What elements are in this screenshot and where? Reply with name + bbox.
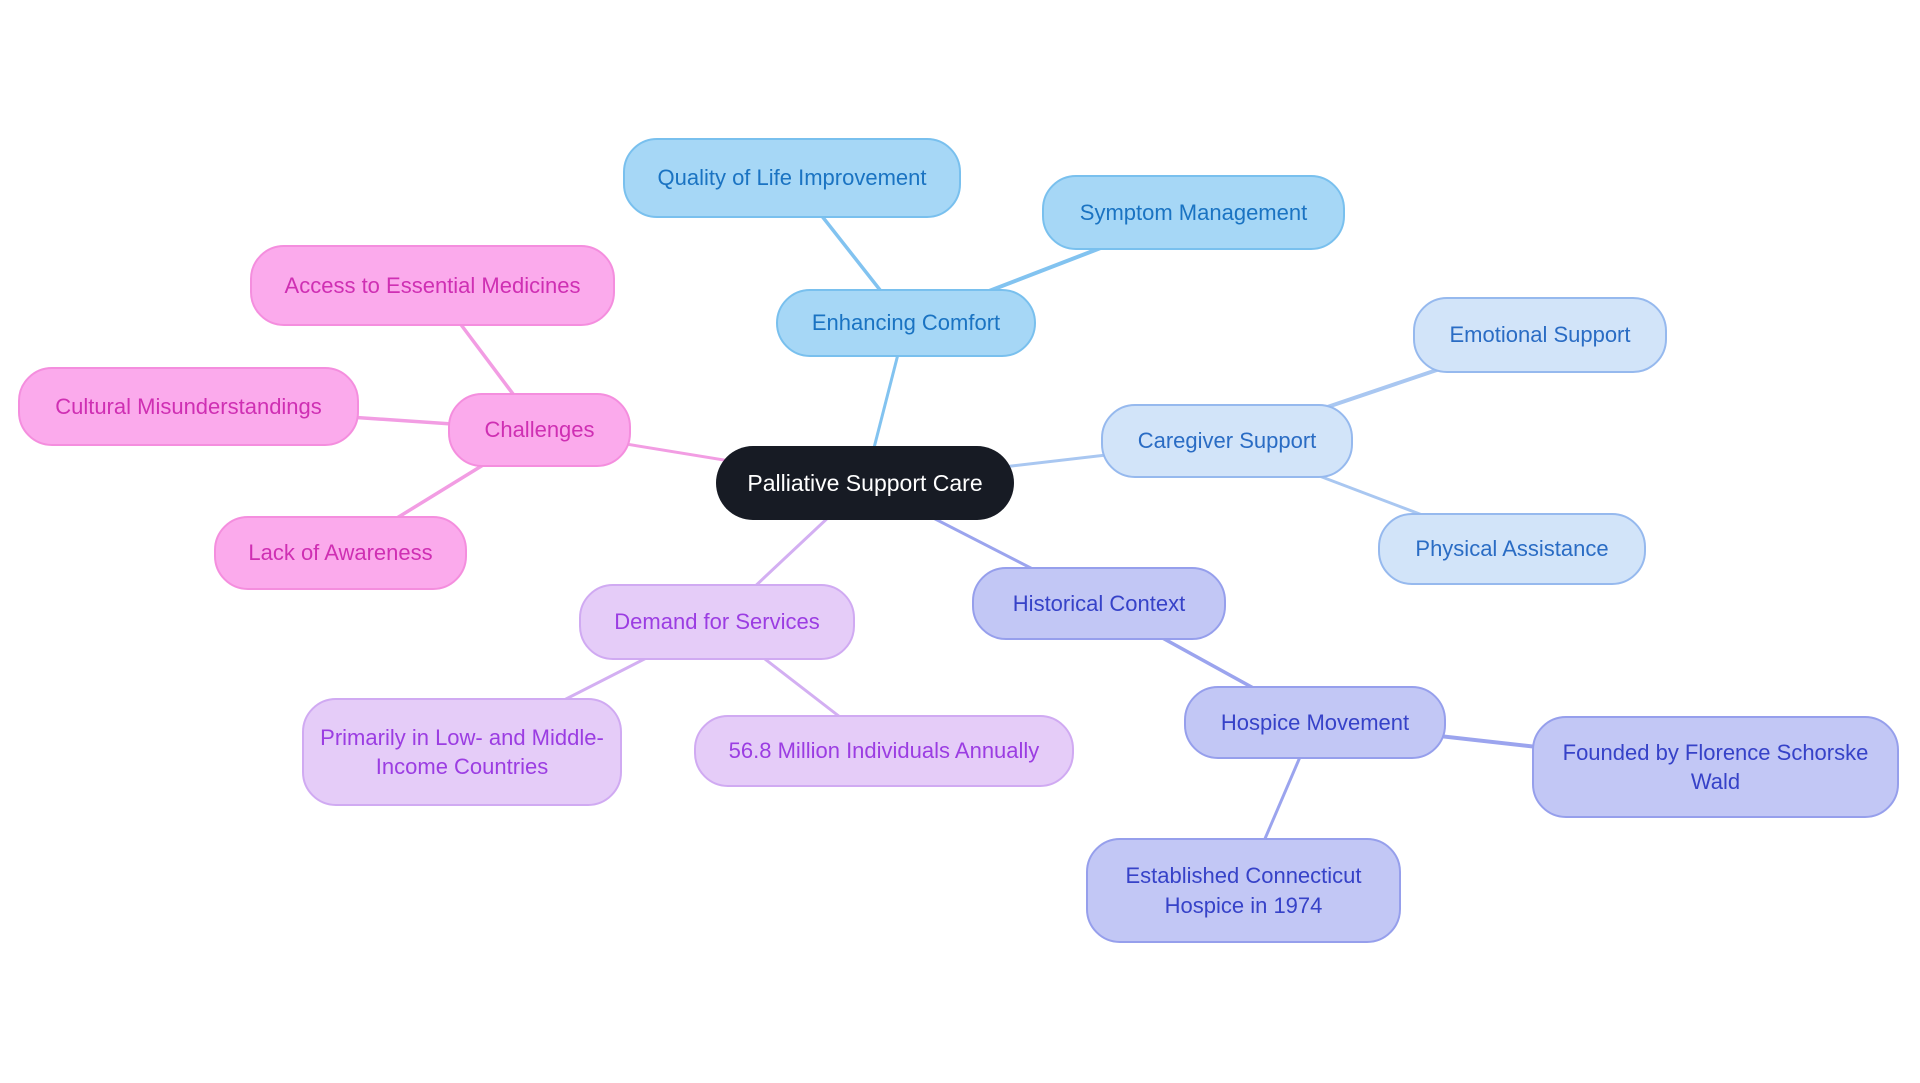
node-cultural-misunderstandings[interactable]: Cultural Misunderstandings bbox=[18, 367, 359, 446]
node-quality-of-life-improvement[interactable]: Quality of Life Improvement bbox=[623, 138, 961, 218]
node-primarily-low-middle-income[interactable]: Primarily in Low- and Middle-Income Coun… bbox=[302, 698, 622, 806]
node-million-individuals-annually[interactable]: 56.8 Million Individuals Annually bbox=[694, 715, 1074, 787]
node-enhancing-comfort[interactable]: Enhancing Comfort bbox=[776, 289, 1036, 357]
node-palliative-support-care[interactable]: Palliative Support Care bbox=[716, 446, 1014, 520]
node-founded-by-florence-schorske-wald[interactable]: Founded by Florence Schorske Wald bbox=[1532, 716, 1899, 818]
node-access-to-essential-medicines[interactable]: Access to Essential Medicines bbox=[250, 245, 615, 326]
node-challenges[interactable]: Challenges bbox=[448, 393, 631, 467]
node-physical-assistance[interactable]: Physical Assistance bbox=[1378, 513, 1646, 585]
node-demand-for-services[interactable]: Demand for Services bbox=[579, 584, 855, 660]
node-historical-context[interactable]: Historical Context bbox=[972, 567, 1226, 640]
node-established-connecticut-hospice[interactable]: Established Connecticut Hospice in 1974 bbox=[1086, 838, 1401, 943]
node-lack-of-awareness[interactable]: Lack of Awareness bbox=[214, 516, 467, 590]
node-hospice-movement[interactable]: Hospice Movement bbox=[1184, 686, 1446, 759]
node-caregiver-support[interactable]: Caregiver Support bbox=[1101, 404, 1353, 478]
node-emotional-support[interactable]: Emotional Support bbox=[1413, 297, 1667, 373]
node-symptom-management[interactable]: Symptom Management bbox=[1042, 175, 1345, 250]
